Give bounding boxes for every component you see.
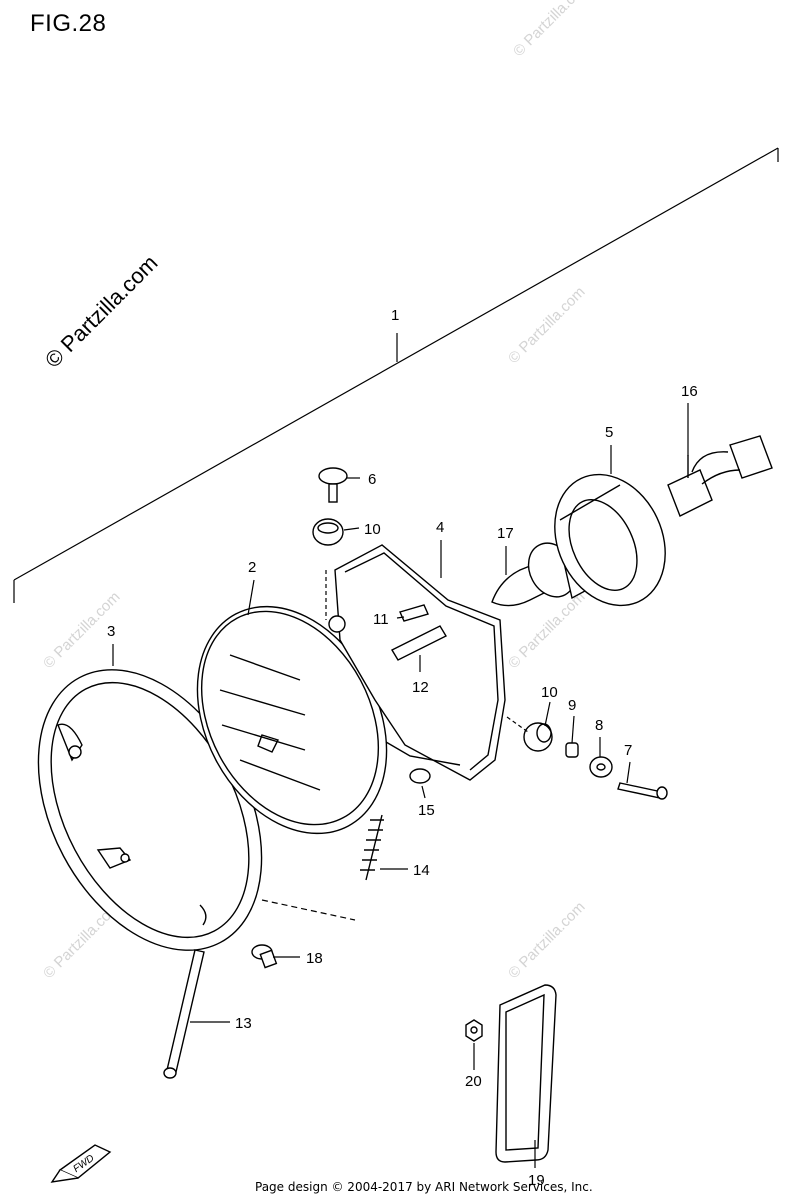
headlamp-rim	[37, 669, 263, 951]
part-8-washer	[589, 756, 613, 778]
callout-15: 15	[418, 802, 435, 819]
headlamp-lens	[196, 605, 388, 835]
callout-14: 14	[413, 862, 430, 879]
figure-title: FIG.28	[30, 10, 107, 37]
part-9-collar	[565, 742, 579, 758]
callout-8: 8	[595, 717, 603, 734]
callout-3: 3	[107, 623, 115, 640]
part-15-nut	[409, 768, 431, 784]
part-6-screw	[318, 467, 348, 503]
callout-10-upper: 10	[364, 521, 381, 538]
assembly-bracket	[13, 147, 779, 603]
callout-10-lower: 10	[541, 684, 558, 701]
callout-4: 4	[436, 519, 444, 536]
part-13-long-screw	[163, 949, 205, 1079]
part-20-nut	[465, 1019, 483, 1042]
part-19-reflector	[495, 984, 557, 1163]
callout-7: 7	[624, 742, 632, 759]
bulb-socket-cover	[554, 473, 666, 607]
callout-13: 13	[235, 1015, 252, 1032]
part-18-screw	[251, 944, 278, 969]
part-12-clip	[391, 625, 447, 661]
callout-20: 20	[465, 1073, 482, 1090]
part-7-screw	[617, 782, 668, 800]
callout-9: 9	[568, 697, 576, 714]
callout-1: 1	[391, 307, 399, 324]
callout-17: 17	[497, 525, 514, 542]
callout-12: 12	[412, 679, 429, 696]
leader-lines	[112, 403, 689, 1168]
callout-5: 5	[605, 424, 613, 441]
part-10-grommet-upper	[312, 518, 344, 546]
callout-6: 6	[368, 471, 376, 488]
callout-2: 2	[248, 559, 256, 576]
part-14-spring	[360, 814, 384, 881]
callout-18: 18	[306, 950, 323, 967]
part-11-clip	[399, 604, 429, 622]
fwd-arrow-badge: FWD	[50, 1144, 112, 1183]
callout-16: 16	[681, 383, 698, 400]
wiring-connector	[667, 435, 773, 517]
part-10-grommet-lower	[523, 722, 553, 752]
callout-19: 19	[528, 1172, 545, 1189]
callout-11: 11	[373, 611, 389, 628]
footer-copyright: Page design © 2004-2017 by ARI Network S…	[255, 1180, 593, 1194]
